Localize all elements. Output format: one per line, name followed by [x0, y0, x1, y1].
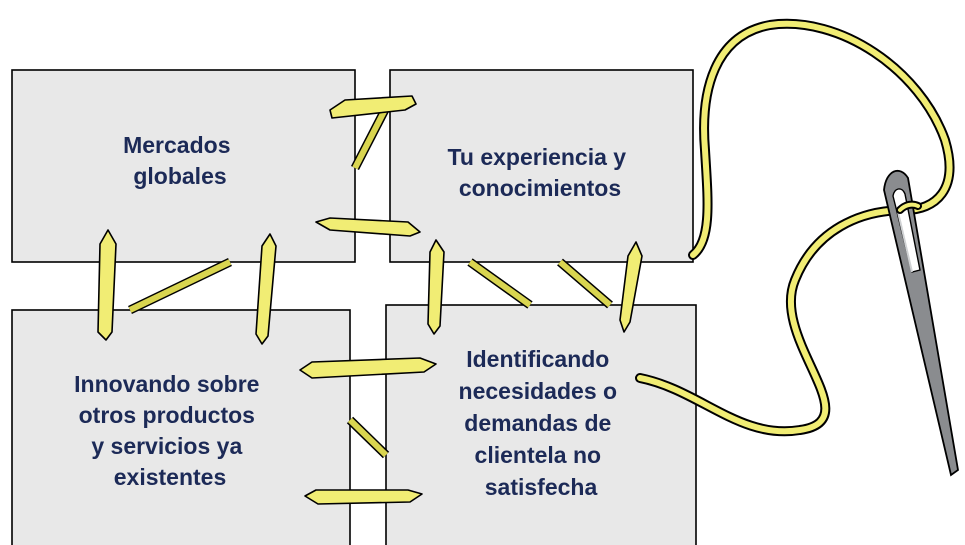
- svg-text:Mercados globales: Mercados globales: [123, 132, 237, 189]
- thread-stitch: [304, 489, 423, 505]
- box-identificando: Identificando necesidades o demandas de …: [385, 304, 697, 545]
- box-label-line: otros productos: [79, 402, 255, 428]
- box-label-line: clientela no: [475, 442, 602, 468]
- thread-stitch: [315, 217, 421, 237]
- box-label-line: Mercados: [123, 132, 230, 158]
- thread-stitch: [427, 239, 445, 335]
- thread-stitch: [255, 233, 277, 345]
- sewing-needle-icon: [883, 169, 959, 477]
- box-label-line: y servicios ya: [91, 433, 242, 459]
- box-label-line: Innovando sobre: [74, 371, 259, 397]
- thread-stitch: [97, 229, 117, 341]
- box-label-line: satisfecha: [485, 474, 598, 500]
- box-label-line: necesidades o: [459, 378, 618, 404]
- box-label-line: Identificando: [466, 346, 609, 372]
- box-label-line: Tu experiencia y: [448, 144, 627, 170]
- stitches: [97, 95, 643, 505]
- svg-text:Tu experiencia y conocim: Tu experiencia y conocimientos: [448, 144, 633, 201]
- box-mercados-globales: Mercados globales: [11, 69, 356, 263]
- thread-under-segments: [128, 97, 613, 459]
- box-label-line: globales: [133, 163, 226, 189]
- box-label-line: demandas de: [464, 410, 611, 436]
- box-label-line: conocimientos: [459, 175, 621, 201]
- svg-text:Innovando sobre otros pr: Innovando sobre otros productos y servic…: [74, 371, 266, 490]
- thread-icon: [635, 18, 955, 437]
- box-label-line: existentes: [114, 464, 227, 490]
- thread-stitch: [329, 95, 417, 119]
- thread-stitch: [619, 241, 643, 333]
- box-innovando: Innovando sobre otros productos y servic…: [11, 309, 351, 545]
- svg-text:Identificando necesidade: Identificando necesidades o demandas de …: [459, 346, 624, 500]
- thread-stitch: [299, 357, 437, 379]
- box-tu-experiencia: Tu experiencia y conocimientos: [389, 69, 694, 263]
